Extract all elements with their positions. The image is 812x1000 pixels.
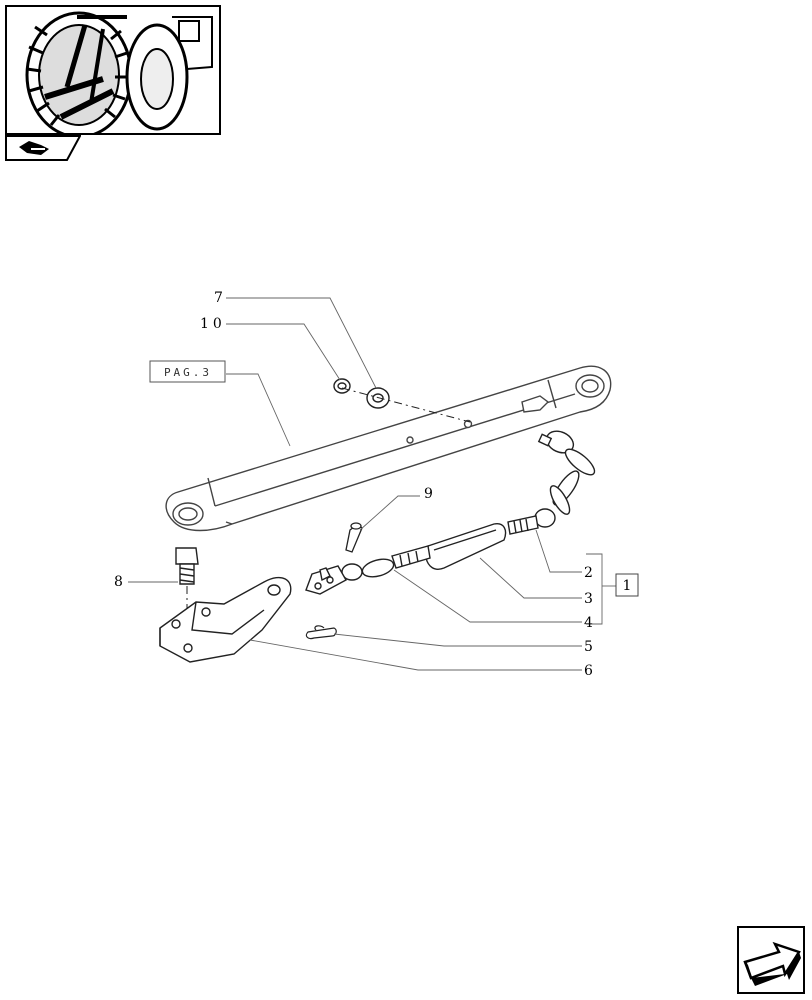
group-box-label: 1 <box>623 578 632 594</box>
callout-10: 10 <box>200 316 226 332</box>
bracket-6 <box>159 576 292 663</box>
callout-6: 6 <box>584 663 593 679</box>
leader-lines <box>128 297 616 671</box>
callout-5: 5 <box>584 639 593 655</box>
reference-box-label: PAG.3 <box>164 366 212 379</box>
section-tab[interactable] <box>5 135 82 161</box>
tractor-wheel-icon <box>25 11 213 133</box>
next-page-arrow-icon <box>743 941 801 986</box>
check-chain-assembly <box>305 430 596 595</box>
linch-pin-5 <box>305 625 337 640</box>
group-box-1[interactable]: 1 <box>615 573 639 597</box>
section-tab-icon <box>5 135 82 161</box>
pin-9 <box>345 522 363 553</box>
lower-link-arm <box>165 365 612 532</box>
bolt-8 <box>175 547 199 585</box>
next-page-button[interactable] <box>737 926 805 994</box>
callout-2: 2 <box>584 565 593 581</box>
callout-7: 7 <box>214 290 223 306</box>
washer-10 <box>333 378 351 394</box>
callout-9: 9 <box>424 486 433 502</box>
tractor-thumbnail <box>5 5 221 135</box>
callout-3: 3 <box>584 591 593 607</box>
callout-8: 8 <box>114 574 123 590</box>
reference-box-pag3[interactable]: PAG.3 <box>149 360 226 383</box>
callout-4: 4 <box>584 615 593 631</box>
